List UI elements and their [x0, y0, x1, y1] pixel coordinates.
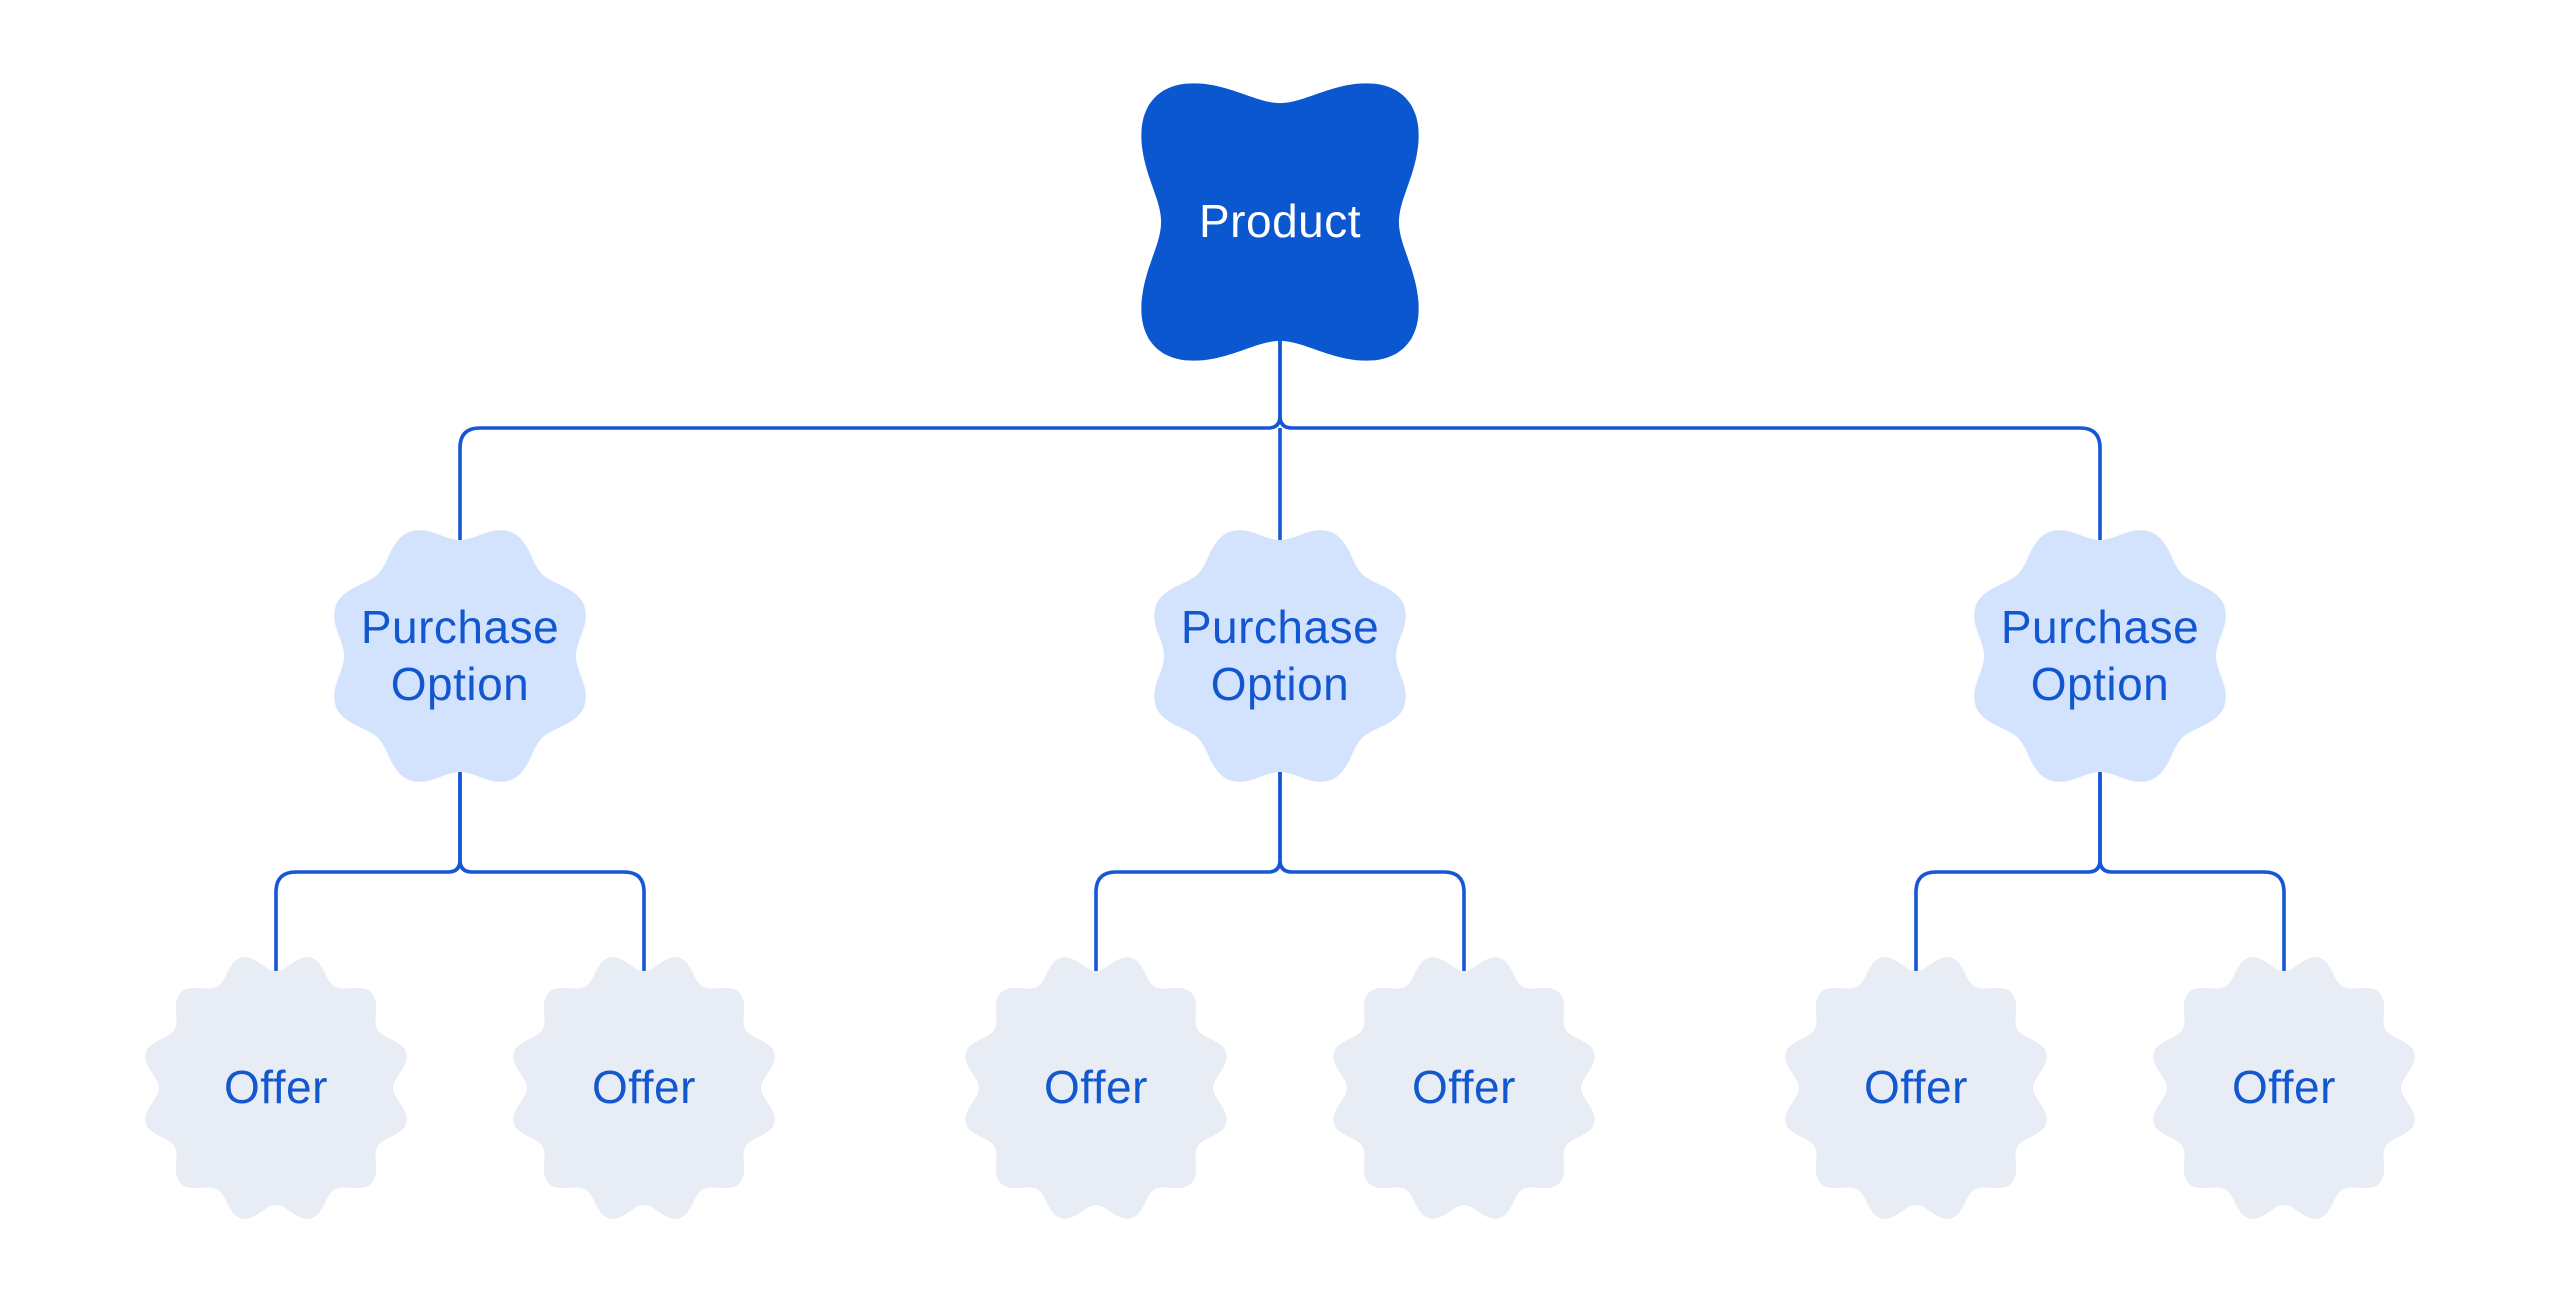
connector-line	[458, 768, 646, 975]
offer-node-5: Offer	[1776, 948, 2056, 1228]
offer-node-1: Offer	[136, 948, 416, 1228]
purchase-option-label: Purchase Option	[1180, 600, 1380, 711]
offer-label: Offer	[1864, 1061, 1968, 1114]
offer-label: Offer	[224, 1061, 328, 1114]
offer-blob-shape	[965, 957, 1227, 1219]
purchase-option-node-2: Purchase Option	[1140, 516, 1420, 796]
purchase-option-node-1: Purchase Option	[320, 516, 600, 796]
purchase-option-node-3: Purchase Option	[1960, 516, 2240, 796]
connector-line	[1278, 768, 1466, 975]
connector-line	[1914, 768, 2102, 975]
offer-node-4: Offer	[1324, 948, 1604, 1228]
product-blob-shape	[1141, 83, 1419, 361]
purchase-option-blob-shape	[1974, 530, 2226, 782]
offer-label: Offer	[1412, 1061, 1516, 1114]
purchase-option-blob-shape	[1154, 530, 1406, 782]
offer-blob-shape	[145, 957, 407, 1219]
purchase-option-label: Purchase Option	[360, 600, 560, 711]
product-label: Product	[1198, 195, 1362, 248]
offer-label: Offer	[592, 1061, 696, 1114]
purchase-option-blob-shape	[334, 530, 586, 782]
offer-node-6: Offer	[2144, 948, 2424, 1228]
offer-label: Offer	[2232, 1061, 2336, 1114]
offer-node-3: Offer	[956, 948, 1236, 1228]
connector-line	[274, 768, 462, 975]
offer-blob-shape	[1785, 957, 2047, 1219]
offer-blob-shape	[2153, 957, 2415, 1219]
offer-blob-shape	[513, 957, 775, 1219]
connector-line	[2098, 768, 2286, 975]
product-node: Product	[1130, 72, 1430, 372]
connector-line	[1094, 768, 1282, 975]
purchase-option-label: Purchase Option	[2000, 600, 2200, 711]
offer-blob-shape	[1333, 957, 1595, 1219]
connector-line	[1278, 336, 2102, 544]
offer-label: Offer	[1044, 1061, 1148, 1114]
offer-node-2: Offer	[504, 948, 784, 1228]
